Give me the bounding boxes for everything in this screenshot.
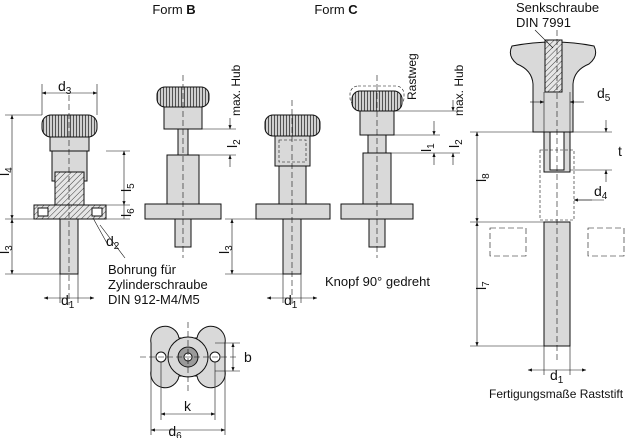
body-c1: [278, 165, 307, 205]
knob-collar-a: [49, 136, 90, 152]
dim-l2-b: l2: [224, 139, 243, 148]
label-bohrung-line1: Bohrung für: [108, 262, 177, 277]
dim-t: t: [618, 143, 622, 159]
label-din7991: DIN 7991: [516, 15, 571, 30]
flange-bore-left-a: [37, 207, 49, 217]
spring-section-a: [54, 171, 85, 211]
ghost-flange-right: [587, 227, 625, 257]
dim-b: b: [244, 349, 252, 365]
flange-bore-right-a: [91, 207, 103, 217]
view-form-c-right: [340, 75, 460, 258]
dim-l3-b: l3: [216, 245, 235, 254]
label-max-hub-c: max. Hub: [452, 64, 466, 116]
dim-l3-a: l3: [0, 245, 15, 254]
screw-raststift: [544, 39, 563, 93]
dim-l6: l6: [118, 208, 137, 217]
dim-d3: d3: [58, 78, 72, 97]
flange-c1: [255, 203, 331, 220]
title-form-b: Form B: [152, 2, 195, 17]
knob-c1: [264, 114, 321, 137]
sleeve-c1-thread: [278, 139, 307, 163]
label-knopf: Knopf 90° gedreht: [325, 274, 430, 289]
title-form-c: Form C: [314, 2, 358, 17]
view-form-b: [144, 75, 236, 258]
ghost-flange-left: [489, 227, 527, 257]
dim-l8: l8: [473, 173, 492, 182]
dim-d2: d2: [106, 233, 120, 252]
dim-l1: l1: [418, 143, 437, 152]
dim-d5: d5: [597, 85, 611, 104]
dim-d1-a: d1: [61, 292, 75, 311]
label-rastweg: Rastweg: [405, 53, 419, 100]
label-fertigung: Fertigungsmaße Raststift: [489, 387, 624, 401]
pin-a: [59, 218, 79, 275]
view-form-c-left: [225, 100, 331, 305]
sleeve-c1: [274, 135, 311, 167]
label-bohrung-line2: Zylinderschraube: [108, 277, 208, 292]
dim-l5: l5: [118, 183, 137, 192]
view-top: [140, 322, 240, 435]
label-senkschraube: Senkschraube: [516, 0, 599, 15]
dim-l4: l4: [0, 167, 15, 176]
dim-d6: d6: [168, 423, 182, 438]
dim-d4: d4: [594, 183, 608, 202]
view-form-a: [5, 84, 130, 305]
knob-a: [41, 114, 98, 138]
view-raststift: [470, 29, 625, 375]
dim-d1-c: d1: [550, 367, 564, 386]
dim-d1-b: d1: [284, 292, 298, 311]
dim-k: k: [184, 398, 192, 414]
label-bohrung-line3: DIN 912-M4/M5: [108, 292, 200, 307]
dim-l2-c: l2: [446, 139, 465, 148]
dim-l7: l7: [473, 281, 492, 290]
label-max-hub-b: max. Hub: [229, 64, 243, 116]
